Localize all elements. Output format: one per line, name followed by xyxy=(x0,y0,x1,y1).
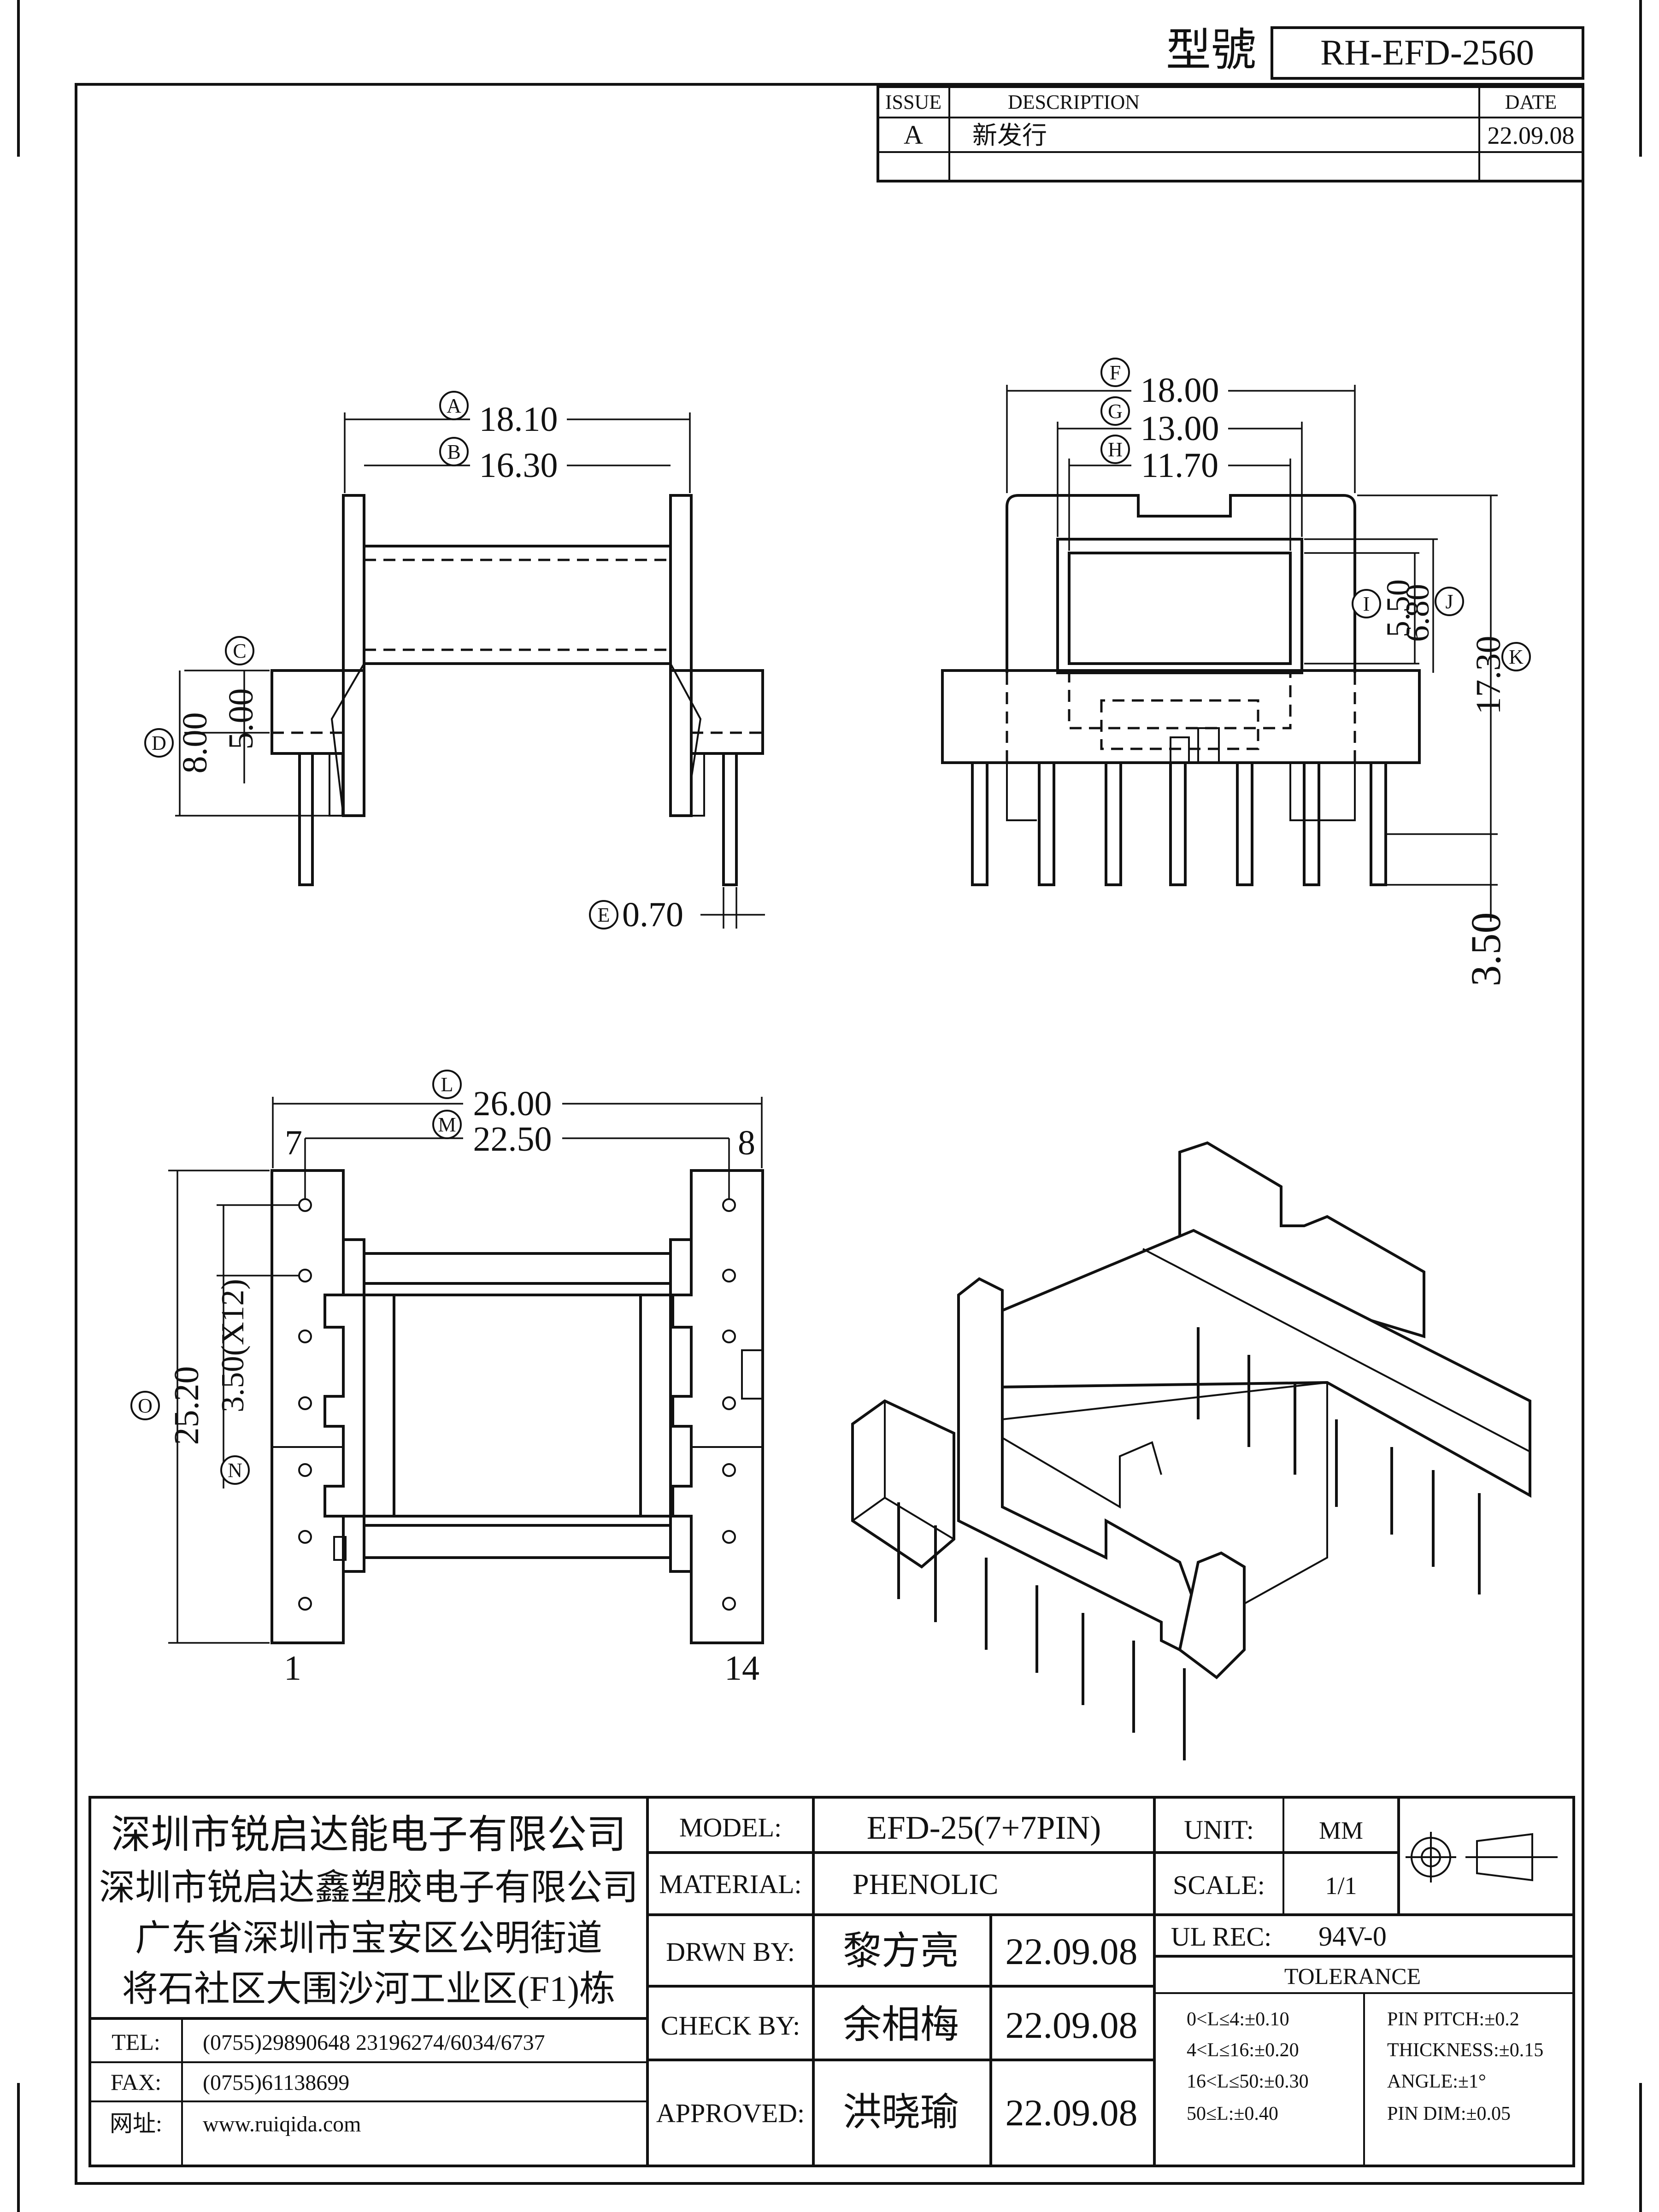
approved-date: 22.09.08 xyxy=(1006,2092,1138,2134)
revision-description: 新发行 xyxy=(972,122,1047,149)
tolerance-right-4: PIN DIM:±0.05 xyxy=(1387,2103,1511,2124)
revision-header-issue: ISSUE xyxy=(885,91,941,113)
approved-label: APPROVED: xyxy=(656,2098,805,2128)
drawn-date: 22.09.08 xyxy=(1006,1930,1138,1972)
dim-c-tag: C xyxy=(233,640,246,662)
company-line-4: 将石社区大围沙河工业区(F1)栋 xyxy=(122,1969,615,2009)
dim-a-tag: A xyxy=(447,394,461,417)
dim-g-tag: G xyxy=(1108,400,1123,423)
dim-a-value: 18.10 xyxy=(479,400,558,439)
dim-b-tag: B xyxy=(447,441,460,463)
dim-pin-value: 3.50 xyxy=(1462,912,1509,987)
revision-issue: A xyxy=(904,120,923,150)
material-label: MATERIAL: xyxy=(659,1869,801,1899)
dim-j-value: 6.80 xyxy=(1399,584,1436,642)
tolerance-title: TOLERANCE xyxy=(1284,1963,1421,1989)
dim-o-tag: O xyxy=(138,1394,153,1417)
bottom-view: 7 8 1 14 L 26.00 M 22.50 3.50(X12) N O 2… xyxy=(130,1070,764,1688)
drawn-by-name: 黎方亮 xyxy=(843,1930,959,1973)
side-view: A 18.10 B 16.30 C 5.00 D 8.00 E 0.70 xyxy=(144,391,765,934)
dim-g-value: 13.00 xyxy=(1141,409,1219,448)
check-by-label: CHECK BY: xyxy=(661,2011,800,2041)
fax-value: (0755)61138699 xyxy=(203,2071,349,2095)
dim-c-value: 5.00 xyxy=(222,688,260,750)
title-block: 深圳市锐启达能电子有限公司 深圳市锐启达鑫塑胶电子有限公司 广东省深圳市宝安区公… xyxy=(88,1796,1575,2167)
revision-header-date: DATE xyxy=(1505,91,1557,113)
web-label: 网址: xyxy=(110,2111,162,2136)
pin-label-7: 7 xyxy=(285,1124,302,1162)
model-header-label: 型號 xyxy=(1166,26,1256,76)
pin-holes xyxy=(298,1198,736,1611)
dim-e-value: 0.70 xyxy=(622,895,683,934)
web-value: www.ruiqida.com xyxy=(203,2112,361,2136)
dim-m-tag: M xyxy=(438,1113,456,1136)
fax-label: FAX: xyxy=(111,2069,161,2095)
tel-value: (0755)29890648 23196274/6034/6737 xyxy=(203,2030,545,2055)
dim-i-value: 5.50 xyxy=(1380,579,1417,637)
scale-value: 1/1 xyxy=(1325,1872,1357,1900)
model-header: 型號 RH-EFD-2560 xyxy=(1166,26,1584,80)
dim-k-tag: K xyxy=(1509,646,1524,668)
dim-h-tag: H xyxy=(1108,438,1123,461)
dim-j-tag: J xyxy=(1445,590,1453,613)
dim-h-value: 11.70 xyxy=(1141,446,1218,485)
check-date: 22.09.08 xyxy=(1006,2004,1138,2046)
dim-i-tag: I xyxy=(1363,593,1370,615)
drawn-by-label: DRWN BY: xyxy=(666,1937,795,1967)
tolerance-right-2: THICKNESS:±0.15 xyxy=(1387,2040,1543,2061)
model-label: MODEL: xyxy=(679,1812,782,1842)
company-line-1: 深圳市锐启达能电子有限公司 xyxy=(111,1812,626,1857)
front-pins xyxy=(971,761,1387,886)
pin-label-8: 8 xyxy=(738,1124,755,1162)
dim-e-tag: E xyxy=(598,904,610,926)
dim-n-value: 3.50(X12) xyxy=(215,1279,251,1412)
revision-table: ISSUE DESCRIPTION DATE A 新发行 22.09.08 xyxy=(877,85,1584,182)
scale-label: SCALE: xyxy=(1173,1870,1265,1900)
ul-value: 94V-0 xyxy=(1318,1921,1387,1952)
approved-name: 洪晓瑜 xyxy=(843,2091,959,2134)
tolerance-left-2: 4<L≤16:±0.20 xyxy=(1187,2040,1299,2061)
pin-label-14: 14 xyxy=(724,1649,759,1688)
dim-l-tag: L xyxy=(441,1073,453,1096)
tolerance-left-3: 16<L≤50:±0.30 xyxy=(1187,2071,1309,2092)
dim-d-tag: D xyxy=(152,732,166,754)
dim-l-value: 26.00 xyxy=(473,1084,552,1123)
tolerance-left-4: 50≤L:±0.40 xyxy=(1187,2103,1278,2124)
dim-k-value: 17.30 xyxy=(1469,636,1508,715)
tolerance-right-3: ANGLE:±1° xyxy=(1387,2071,1486,2092)
iso-pins xyxy=(897,1327,1481,1760)
dim-o-value: 25.20 xyxy=(167,1366,206,1445)
unit-value: MM xyxy=(1319,1817,1363,1844)
pin-label-1: 1 xyxy=(284,1649,301,1688)
revision-date: 22.09.08 xyxy=(1488,122,1575,149)
dim-d-value: 8.00 xyxy=(176,712,214,774)
tolerance-right-1: PIN PITCH:±0.2 xyxy=(1387,2009,1519,2030)
dim-n-tag: N xyxy=(228,1459,242,1482)
material-value: PHENOLIC xyxy=(853,1868,998,1900)
ul-label: UL REC: xyxy=(1171,1922,1272,1952)
dim-m-value: 22.50 xyxy=(473,1120,552,1159)
dim-f-value: 18.00 xyxy=(1141,371,1219,410)
model-value: EFD-25(7+7PIN) xyxy=(867,1809,1101,1846)
tel-label: TEL: xyxy=(112,2029,160,2055)
projection-symbol xyxy=(1406,1832,1558,1883)
front-view: F 18.00 G 13.00 H 11.70 I 5.50 J 6.80 xyxy=(941,358,1531,987)
dim-f-tag: F xyxy=(1110,361,1121,384)
company-line-3: 广东省深圳市宝安区公明街道 xyxy=(135,1918,602,1958)
unit-label: UNIT: xyxy=(1184,1815,1254,1845)
check-by-name: 余相梅 xyxy=(843,2004,959,2047)
tolerance-left-1: 0<L≤4:±0.10 xyxy=(1187,2009,1289,2030)
sheet-frame xyxy=(17,0,1642,2212)
revision-header-description: DESCRIPTION xyxy=(1008,91,1140,113)
dim-b-value: 16.30 xyxy=(479,446,558,485)
model-header-value: RH-EFD-2560 xyxy=(1320,32,1534,72)
isometric-view xyxy=(851,1141,1531,1760)
company-line-2: 深圳市锐启达鑫塑胶电子有限公司 xyxy=(99,1867,638,1907)
